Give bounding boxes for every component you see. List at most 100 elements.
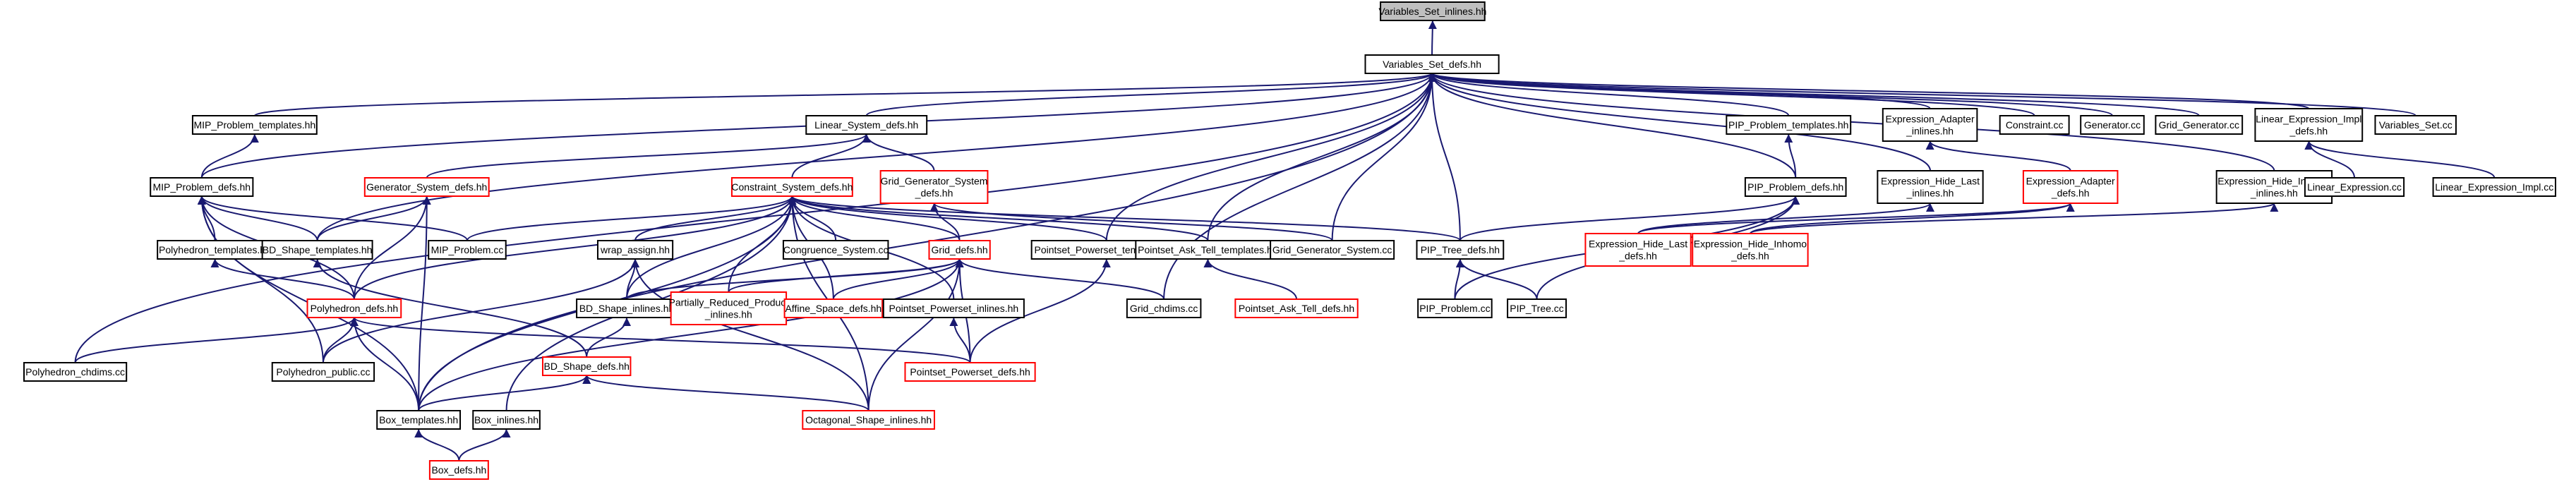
node-constraint_cc[interactable]: Constraint.cc — [1999, 115, 2070, 135]
node-pipt[interactable]: PIP_Problem_templates.hh — [1726, 115, 1852, 135]
node-bdst[interactable]: BD_Shape_templates.hh — [261, 240, 373, 260]
node-box — [2254, 108, 2364, 142]
node-wrap[interactable]: wrap_assign.hh — [596, 240, 674, 260]
node-label: _defs.hh — [915, 188, 953, 199]
node-boxt[interactable]: Box_templates.hh — [376, 410, 462, 430]
node-polyd[interactable]: Polyhedron_defs.hh — [306, 298, 402, 318]
edge-ehld-to-ehli — [1637, 203, 1934, 234]
edge-polypub-to-mipd — [197, 195, 324, 363]
edge-boxt-to-polyd — [349, 317, 420, 411]
node-box — [541, 356, 632, 376]
node-ehid[interactable]: Expression_Hide_Inhomo_defs.hh — [1692, 233, 1809, 267]
node-label: PIP_Tree.cc — [1510, 303, 1564, 314]
node-label: Pointset_Ask_Tell_defs.hh — [1239, 303, 1354, 314]
edge-ggsd-to-lsd — [862, 133, 935, 171]
node-pip_cc[interactable]: PIP_Problem.cc — [1417, 298, 1493, 318]
node-mipd[interactable]: MIP_Problem_defs.hh — [150, 177, 254, 197]
node-box — [670, 291, 788, 325]
node-prpi[interactable]: Partially_Reduced_Product_inlines.hh — [669, 291, 789, 325]
node-mipt[interactable]: MIP_Problem_templates.hh — [191, 115, 318, 135]
node-ppd[interactable]: Pointset_Powerset_defs.hh — [904, 362, 1036, 382]
node-box — [306, 298, 402, 318]
node-mip_cc[interactable]: MIP_Problem.cc — [428, 240, 507, 260]
node-vsd[interactable]: Variables_Set_defs.hh — [1364, 54, 1500, 74]
node-polych[interactable]: Polyhedron_chdims.cc — [23, 362, 128, 382]
edge-mip_cc-to-csd — [466, 195, 797, 241]
node-polypub[interactable]: Polyhedron_public.cc — [271, 362, 375, 382]
node-ggs_cc[interactable]: Grid_Generator_System.cc — [1270, 240, 1395, 260]
node-osi[interactable]: Octagonal_Shape_inlines.hh — [802, 410, 935, 430]
node-generator_cc[interactable]: Generator.cc — [2080, 115, 2145, 135]
node-box — [1270, 240, 1395, 260]
edge-boxt-to-gridd — [418, 258, 964, 411]
edge-patt-to-csd — [788, 195, 1209, 241]
node-lsd[interactable]: Linear_System_defs.hh — [805, 115, 928, 135]
node-label: Congruence_System.cc — [783, 244, 889, 255]
edge-osi-to-wrap — [631, 258, 869, 411]
edge-ggs_cc-to-ggsd — [929, 203, 1333, 241]
node-vsi[interactable]: Variables_Set_inlines.hh — [1378, 1, 1486, 21]
node-gridch[interactable]: Grid_chdims.cc — [1126, 298, 1202, 318]
node-label: Box_defs.hh — [431, 464, 486, 476]
node-box — [1126, 298, 1202, 318]
edge-bdst-to-gsd — [316, 195, 431, 241]
node-piptree[interactable]: PIP_Tree_defs.hh — [1416, 240, 1505, 260]
edge-pipd-to-vsd — [1428, 73, 1797, 179]
node-boxi[interactable]: Box_inlines.hh — [472, 410, 541, 430]
edge-polych-to-polyd — [74, 317, 359, 363]
node-asd[interactable]: Affine_Space_defs.hh — [783, 298, 884, 318]
node-csd[interactable]: Constraint_System_defs.hh — [730, 177, 853, 197]
node-ppi[interactable]: Pointset_Powerset_inlines.hh — [882, 298, 1025, 318]
edge-ehid-to-eadd — [1749, 203, 2075, 234]
edge-boxt-to-gsd — [418, 195, 431, 411]
node-ehli[interactable]: Expression_Hide_Last_inlines.hh — [1877, 170, 1984, 204]
edge-patd-to-patt — [1203, 258, 1298, 300]
node-congr_cc[interactable]: Congruence_System.cc — [782, 240, 889, 260]
node-ehld[interactable]: Expression_Hide_Last_defs.hh — [1584, 233, 1692, 267]
node-leid[interactable]: Linear_Expression_Impl_defs.hh — [2254, 108, 2364, 142]
node-label: Expression_Hide_Last — [1589, 239, 1687, 250]
node-box — [1380, 1, 1486, 21]
node-box — [1726, 115, 1852, 135]
node-label: Variables_Set.cc — [2379, 119, 2452, 131]
node-label: Linear_Expression_Impl.cc — [2435, 181, 2553, 193]
node-label: Grid_Generator.cc — [2159, 119, 2239, 131]
node-bdsi[interactable]: BD_Shape_inlines.hh — [576, 298, 678, 318]
node-box — [1999, 115, 2070, 135]
node-lei_cc[interactable]: Linear_Expression_Impl.cc — [2432, 177, 2556, 197]
node-grid_gen_cc[interactable]: Grid_Generator.cc — [2155, 115, 2244, 135]
node-label: Pointset_Powerset_defs.hh — [910, 366, 1030, 378]
node-patd[interactable]: Pointset_Ask_Tell_defs.hh — [1234, 298, 1359, 318]
node-box — [928, 240, 991, 260]
node-eadd[interactable]: Expression_Adapter_defs.hh — [2022, 170, 2119, 204]
node-ehii[interactable]: Expression_Hide_Inhomo_inlines.hh — [2215, 170, 2333, 204]
node-gsd[interactable]: Generator_System_defs.hh — [363, 177, 490, 197]
node-ead[interactable]: Expression_Adapter_inlines.hh — [1882, 108, 1978, 142]
edge-bdsd-to-bdsi — [586, 317, 632, 358]
node-piptree_cc[interactable]: PIP_Tree.cc — [1507, 298, 1567, 318]
node-box — [271, 362, 375, 382]
node-label: _defs.hh — [1618, 250, 1657, 262]
edge-polyd-to-csd — [353, 195, 797, 300]
node-vs_cc[interactable]: Variables_Set.cc — [2374, 115, 2457, 135]
edge-wrap-to-csd — [634, 195, 797, 241]
node-box — [2432, 177, 2556, 197]
node-le_cc[interactable]: Linear_Expression.cc — [2304, 177, 2405, 197]
node-polyt[interactable]: Polyhedron_templates.hh — [157, 240, 273, 260]
node-label: Polyhedron_defs.hh — [311, 303, 399, 314]
node-label: BD_Shape_templates.hh — [263, 244, 373, 255]
node-patt[interactable]: Pointset_Ask_Tell_templates.hh — [1135, 240, 1281, 260]
node-bdsd[interactable]: BD_Shape_defs.hh — [541, 356, 632, 376]
node-pipd[interactable]: PIP_Problem_defs.hh — [1744, 177, 1847, 197]
node-box — [428, 240, 507, 260]
node-label: _defs.hh — [2051, 188, 2090, 199]
node-ggsd[interactable]: Grid_Generator_System_defs.hh — [879, 170, 989, 204]
node-box — [802, 410, 935, 430]
node-box — [730, 177, 853, 197]
node-box — [2155, 115, 2244, 135]
node-label: Polyhedron_chdims.cc — [25, 366, 125, 378]
node-boxd[interactable]: Box_defs.hh — [428, 460, 489, 480]
edge-piptree-to-csd — [788, 195, 1461, 241]
node-gridd[interactable]: Grid_defs.hh — [928, 240, 991, 260]
